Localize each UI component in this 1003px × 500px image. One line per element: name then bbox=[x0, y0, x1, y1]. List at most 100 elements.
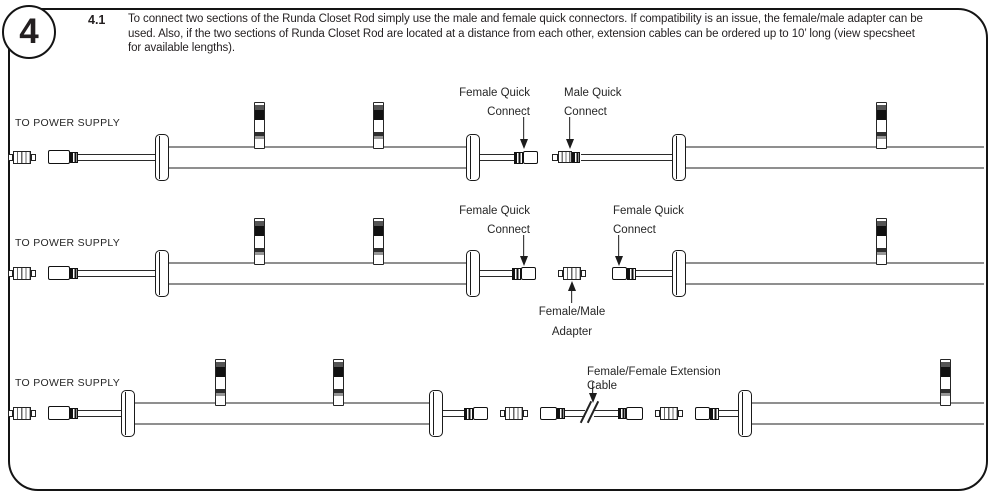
mounting-bracket-icon bbox=[254, 102, 265, 149]
to-power-supply-label: TO POWER SUPPLY bbox=[15, 237, 121, 249]
label-line: Male Quick bbox=[564, 87, 622, 99]
female-quick-connector-icon bbox=[514, 151, 538, 164]
connector-stripes-icon bbox=[627, 267, 636, 280]
power-plug-icon bbox=[8, 151, 36, 164]
plug-tip-icon bbox=[31, 270, 36, 277]
step-circle: 4 bbox=[2, 5, 56, 59]
rod-section bbox=[686, 262, 984, 285]
cable bbox=[478, 154, 514, 161]
cable bbox=[719, 410, 740, 417]
cable bbox=[75, 270, 157, 277]
connector-body-icon bbox=[626, 407, 643, 420]
rod-end-flange bbox=[466, 250, 480, 297]
to-power-supply-label: TO POWER SUPPLY bbox=[15, 377, 121, 389]
rod-section bbox=[752, 402, 984, 425]
connector-stripes-icon bbox=[512, 267, 521, 280]
label-line: Connect bbox=[564, 105, 607, 118]
connector-body-icon bbox=[521, 267, 536, 280]
connector-stripes-icon bbox=[557, 408, 565, 419]
female-quick-connector-icon bbox=[612, 267, 636, 280]
female-male-adapter-icon bbox=[500, 407, 528, 420]
label-line: Female Quick bbox=[459, 205, 530, 217]
cable bbox=[636, 270, 674, 277]
rod-section bbox=[169, 262, 469, 285]
cable bbox=[581, 154, 674, 161]
plug-tip-icon bbox=[655, 410, 660, 417]
rod-section bbox=[686, 146, 984, 169]
label-line: Female Quick bbox=[613, 205, 684, 217]
connector-body-icon bbox=[612, 267, 627, 280]
connector-body-icon bbox=[48, 150, 70, 164]
cable bbox=[75, 154, 157, 161]
extension-cable-label: Female/Female Extension Cable bbox=[587, 366, 721, 392]
connector-stripes-icon bbox=[70, 151, 78, 163]
mounting-bracket-icon bbox=[254, 218, 265, 265]
arrow-down-icon bbox=[519, 117, 528, 149]
mounting-bracket-icon bbox=[876, 102, 887, 149]
plug-barrel-icon bbox=[563, 267, 581, 280]
plug-tip-icon bbox=[8, 270, 13, 277]
plug-tip-icon bbox=[552, 153, 558, 161]
plug-tip-icon bbox=[581, 270, 586, 277]
cable bbox=[478, 270, 512, 277]
plug-barrel-icon bbox=[660, 407, 678, 420]
plug-barrel-icon bbox=[13, 407, 31, 420]
to-power-supply-label: TO POWER SUPPLY bbox=[15, 117, 121, 129]
power-plug-icon bbox=[8, 407, 36, 420]
section-number: 4.1 bbox=[88, 13, 106, 27]
plug-tip-icon bbox=[8, 410, 13, 417]
connector-body-icon bbox=[695, 407, 710, 420]
plug-tip-icon bbox=[500, 410, 505, 417]
connector-body-icon bbox=[473, 407, 488, 420]
mounting-bracket-icon bbox=[333, 359, 344, 406]
arrow-up-icon bbox=[567, 281, 576, 303]
male-quick-connect-label: Male Quick Connect bbox=[564, 84, 674, 121]
rod-end-flange bbox=[155, 250, 169, 297]
mounting-bracket-icon bbox=[373, 218, 384, 265]
plug-tip-icon bbox=[8, 154, 13, 161]
cable-break-icon bbox=[579, 399, 600, 425]
power-lead-connector-icon bbox=[48, 150, 78, 164]
connector-body-icon bbox=[48, 406, 70, 420]
cable bbox=[441, 410, 465, 417]
male-quick-connector-icon bbox=[552, 151, 580, 163]
female-quick-connector-icon bbox=[464, 407, 488, 420]
plug-tip-icon bbox=[558, 270, 563, 277]
female-male-adapter-label: Female/Male Adapter bbox=[508, 303, 636, 342]
female-male-adapter-icon bbox=[558, 267, 586, 280]
connector-body-icon bbox=[540, 407, 557, 420]
label-line: Adapter bbox=[551, 325, 593, 338]
arrow-down-icon bbox=[565, 117, 574, 149]
connector-stripes-icon bbox=[464, 407, 473, 420]
female-quick-connect-label: Female Quick Connect bbox=[428, 84, 530, 121]
plug-tip-icon bbox=[31, 410, 36, 417]
plug-tip-icon bbox=[523, 410, 528, 417]
plug-tip-icon bbox=[678, 410, 683, 417]
plug-barrel-icon bbox=[558, 151, 572, 163]
rod-section bbox=[169, 146, 469, 169]
rod-end-flange bbox=[672, 134, 686, 181]
rod-end-flange bbox=[121, 390, 135, 437]
arrow-down-icon bbox=[519, 235, 528, 266]
page-border bbox=[8, 8, 988, 491]
connector-body-icon bbox=[523, 151, 538, 164]
mounting-bracket-icon bbox=[373, 102, 384, 149]
female-male-adapter-icon bbox=[655, 407, 683, 420]
rod-section bbox=[135, 402, 435, 425]
female-quick-connector-icon bbox=[512, 267, 536, 280]
female-quick-connector-icon bbox=[695, 407, 719, 420]
label-line: Female Quick bbox=[459, 87, 530, 99]
female-quick-connect-label: Female Quick Connect bbox=[428, 202, 530, 239]
connector-stripes-icon bbox=[710, 407, 719, 420]
rod-end-flange bbox=[672, 250, 686, 297]
connector-stripes-icon bbox=[70, 407, 78, 419]
plug-barrel-icon bbox=[505, 407, 523, 420]
plug-barrel-icon bbox=[13, 267, 31, 280]
connector-stripes-icon bbox=[514, 151, 523, 164]
female-quick-connect-label: Female Quick Connect bbox=[613, 202, 723, 239]
mounting-bracket-icon bbox=[215, 359, 226, 406]
connector-stripes-icon bbox=[70, 267, 78, 279]
